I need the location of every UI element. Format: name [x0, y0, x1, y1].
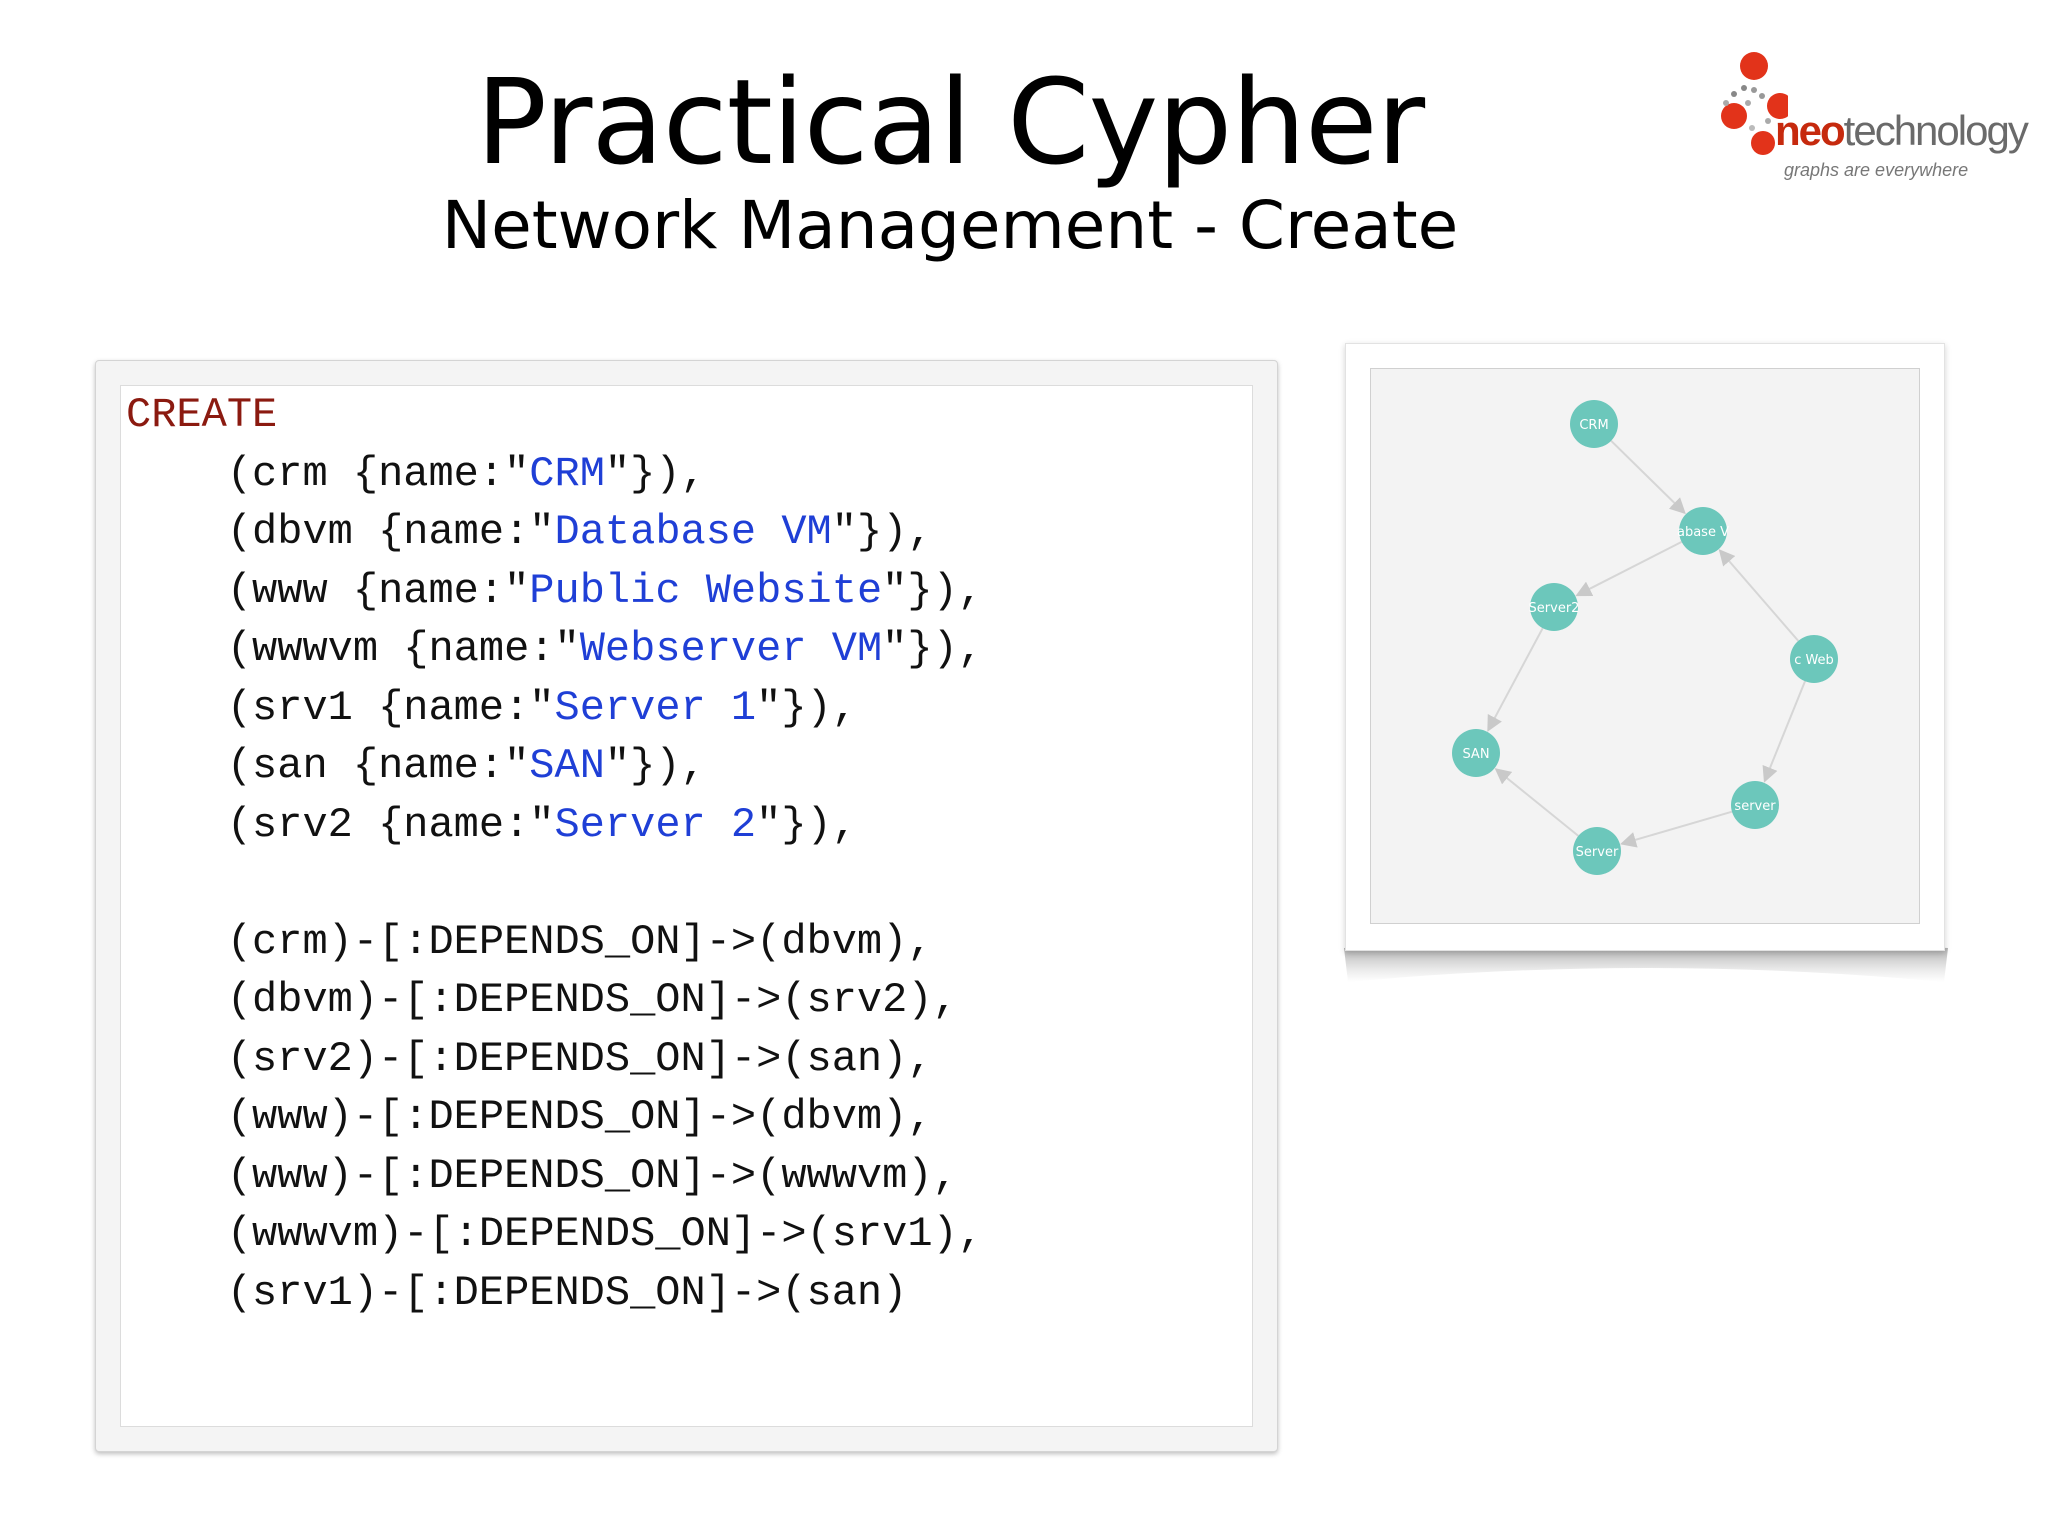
graph-node-srv1[interactable]: Server: [1573, 827, 1621, 875]
graph-node-www[interactable]: c Web: [1790, 635, 1838, 683]
graph-node-crm[interactable]: CRM: [1570, 400, 1618, 448]
graph-edge-srv1-san: [1494, 768, 1579, 837]
logo-tagline: graphs are everywhere: [1784, 160, 1969, 180]
node-name-value: CRM: [529, 449, 605, 498]
cypher-code-block: CREATE (crm {name:"CRM"}), (dbvm {name:"…: [126, 391, 983, 1317]
node-name-value: Database VM: [554, 508, 832, 556]
graph-edge-wwwvm-srv1: [1620, 810, 1733, 848]
graph-node-label: Server: [1576, 845, 1619, 860]
node-name-value: Public Website: [529, 566, 883, 615]
node-name-value: SAN: [529, 742, 605, 790]
graph-node-circle: [1790, 635, 1838, 683]
logo-wordmark: neotechnology: [1775, 107, 2029, 154]
slide-subtitle: Network Management - Create: [441, 187, 1459, 264]
graph-edge-dbvm-srv2: [1575, 541, 1683, 597]
graph-node-label: server: [1734, 799, 1776, 814]
graph-node-label: CRM: [1579, 418, 1608, 433]
graph-node-label: SAN: [1462, 747, 1489, 762]
relationship-line: (www)-[:DEPENDS_ON]->(dbvm),: [226, 1093, 933, 1141]
graph-node-label: abase V: [1677, 525, 1729, 540]
graph-node-dbvm[interactable]: abase V: [1677, 507, 1729, 555]
code-panel: CREATE (crm {name:"CRM"}), (dbvm {name:"…: [95, 360, 1278, 1452]
photo-shadow: [1344, 941, 1948, 982]
graph-node-circle: [1679, 507, 1727, 555]
graph-node-circle: [1452, 729, 1500, 777]
create-keyword: CREATE: [126, 391, 278, 439]
node-name-value: Server 2: [554, 800, 757, 849]
graph-edge-crm-dbvm: [1610, 440, 1686, 515]
graph-node-san[interactable]: SAN: [1452, 729, 1500, 777]
graph-edge-www-wwwvm: [1762, 680, 1806, 783]
relationship-line: (crm)-[:DEPENDS_ON]->(dbvm),: [226, 917, 933, 966]
graph-node-circle: [1530, 583, 1578, 631]
graph-node-label: c Web: [1794, 653, 1834, 668]
relationship-line: (srv1)-[:DEPENDS_ON]->(san): [226, 1268, 908, 1317]
graph-edge-www-dbvm: [1718, 549, 1800, 642]
graph-dots-icon: [1721, 52, 1788, 155]
graph-node-srv2[interactable]: Server2: [1529, 583, 1580, 631]
neotechnology-logo: neotechnology graphs are everywhere: [1718, 48, 2038, 188]
graph-node-circle: [1570, 400, 1618, 448]
relationship-line: (srv2)-[:DEPENDS_ON]->(san),: [226, 1034, 933, 1083]
relationship-line: (www)-[:DEPENDS_ON]->(wwwvm),: [226, 1151, 958, 1200]
graph-node-circle: [1731, 781, 1779, 829]
relationship-line: (dbvm)-[:DEPENDS_ON]->(srv2),: [226, 976, 958, 1024]
graph-node-wwwvm[interactable]: server: [1731, 781, 1779, 829]
node-name-value: Server 1: [554, 683, 757, 732]
slide-title: Practical Cypher: [475, 53, 1425, 191]
node-name-value: Webserver VM: [579, 625, 883, 673]
code-panel-inner: CREATE (crm {name:"CRM"}), (dbvm {name:"…: [120, 385, 1253, 1427]
graph-edges: [1487, 440, 1806, 848]
graph-edge-srv2-san: [1487, 627, 1544, 732]
graph-node-label: Server2: [1529, 601, 1580, 616]
graph-node-circle: [1573, 827, 1621, 875]
relationship-line: (wwwvm)-[:DEPENDS_ON]->(srv1),: [226, 1210, 983, 1258]
